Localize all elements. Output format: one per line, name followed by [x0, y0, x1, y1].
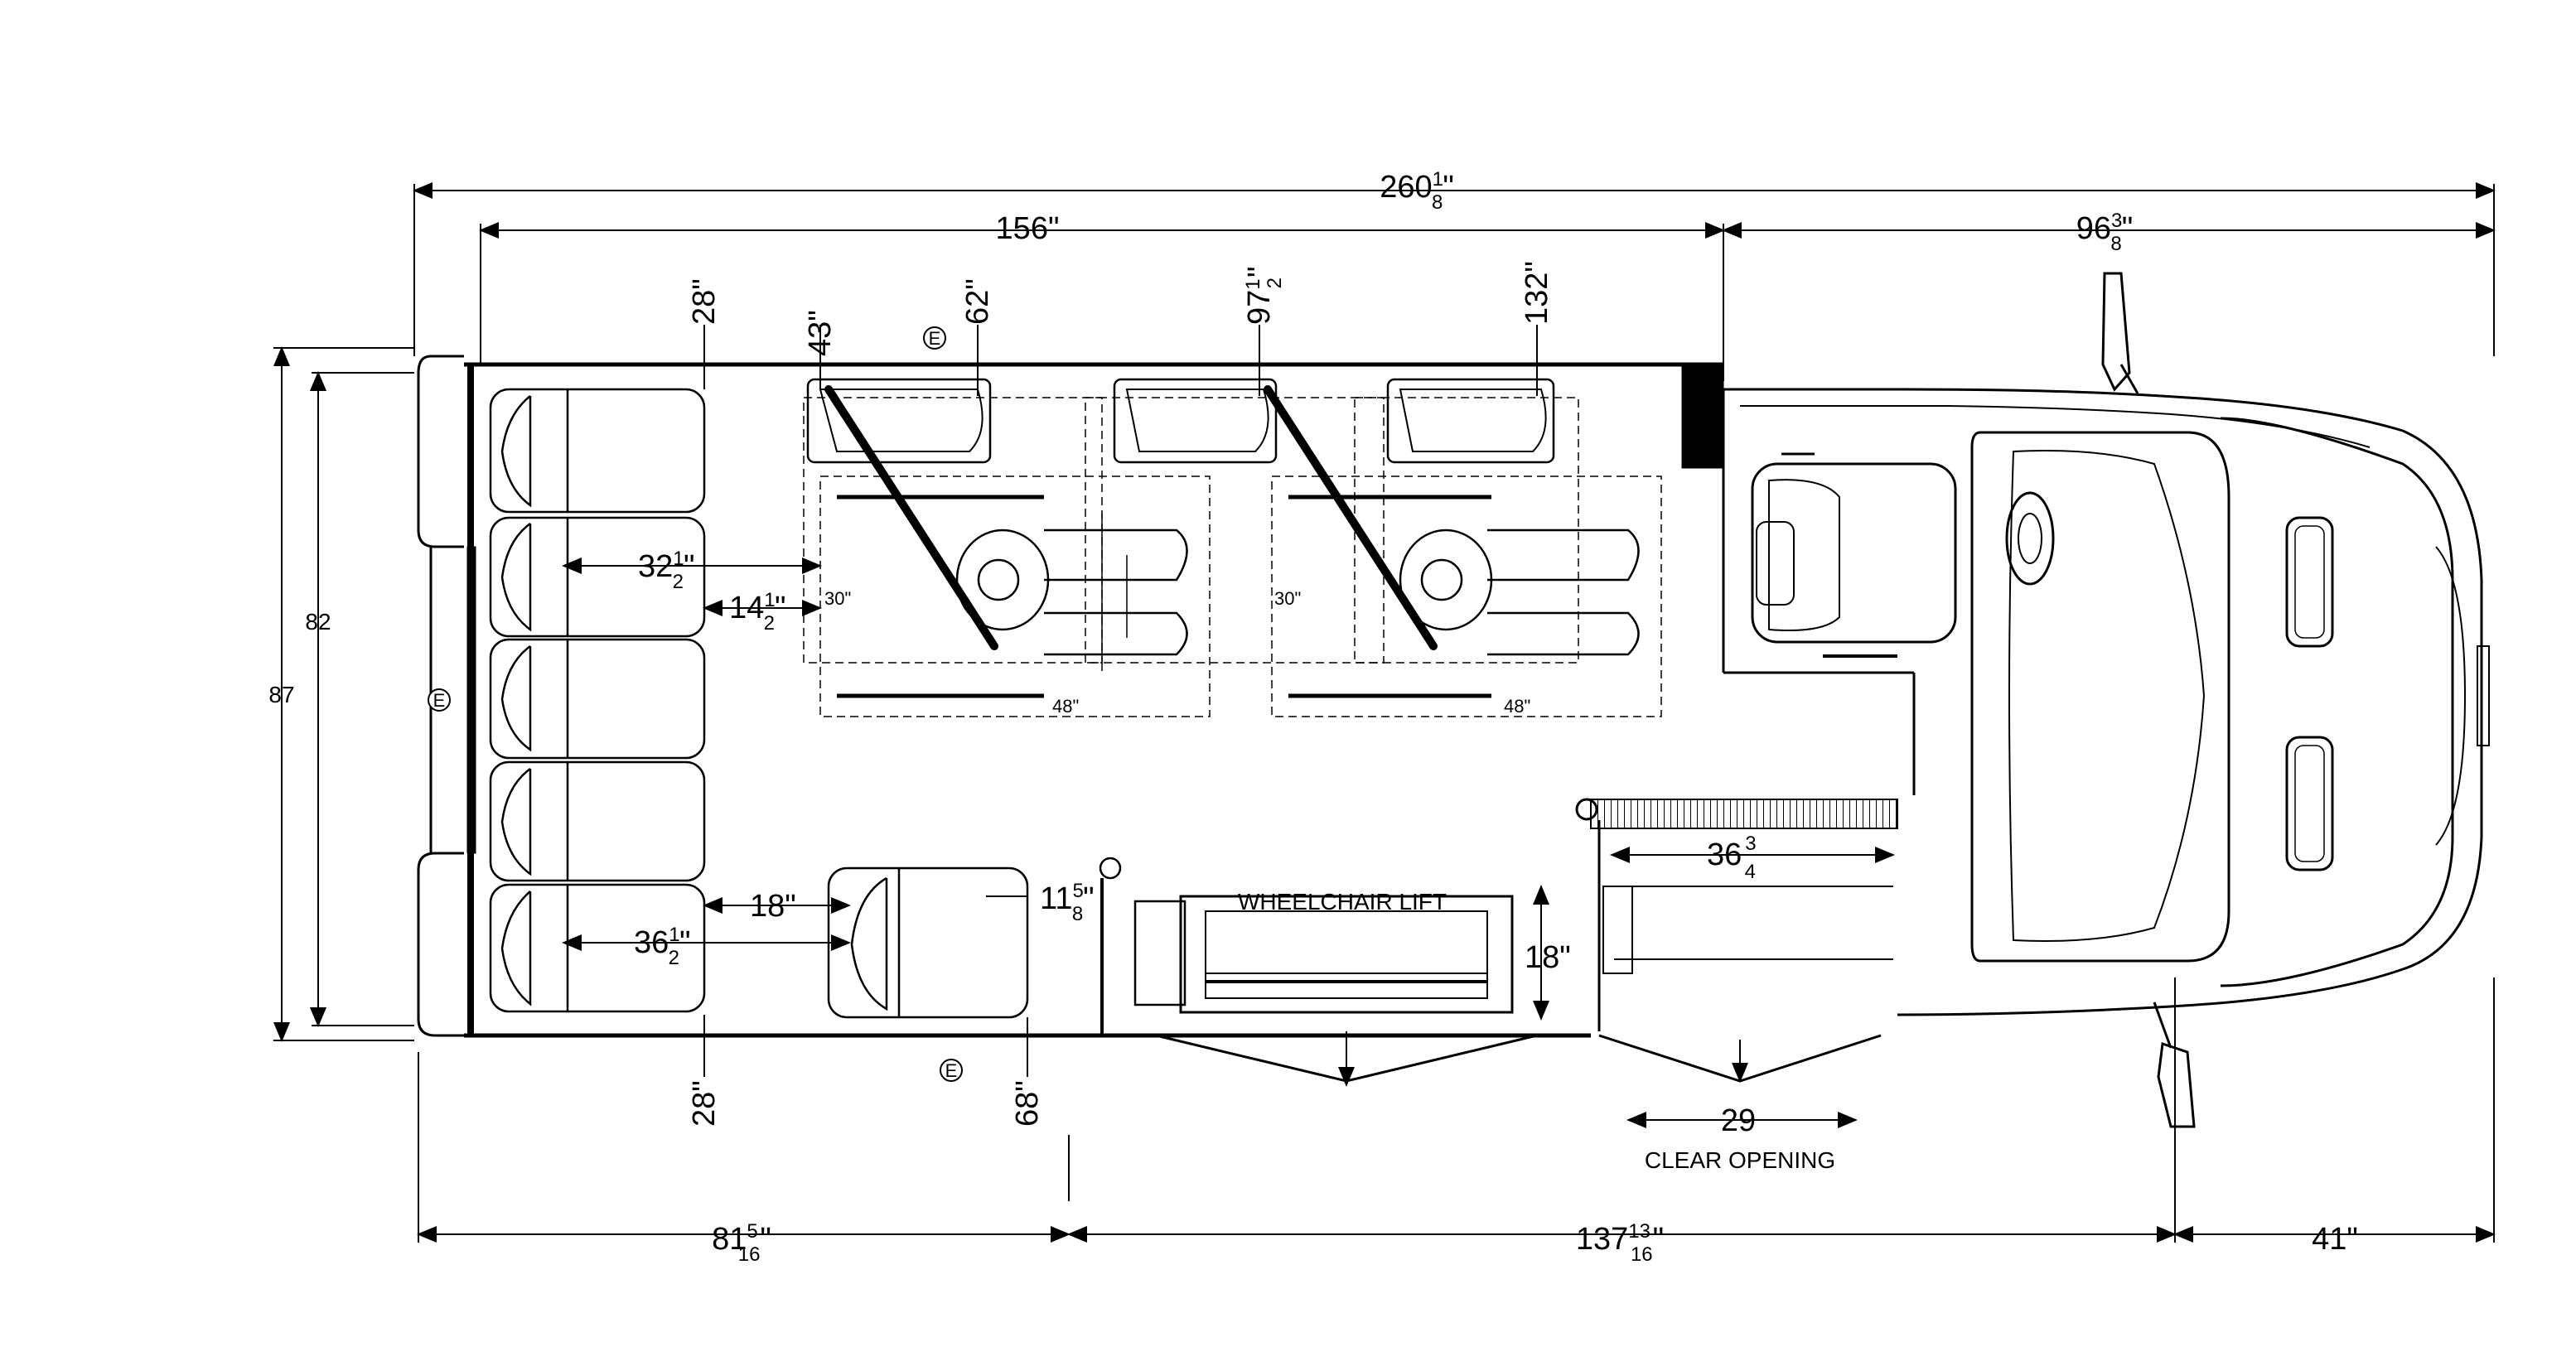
curbside-seat: [827, 866, 1029, 1019]
dim-seat-97: 9712": [1242, 267, 1286, 326]
rear-seat: [489, 516, 706, 638]
dim-front-41: 41": [2312, 1222, 2358, 1257]
dim-seat-132: 132": [1520, 261, 1554, 325]
wc-48-b: 48": [1504, 696, 1530, 717]
rear-bench-seats: [489, 388, 706, 1013]
wc-30-b: 30": [1274, 588, 1301, 609]
extinguisher-icon-bottom: E: [940, 1059, 963, 1082]
svg-text:E: E: [929, 328, 941, 349]
dim-seat-62: 62": [960, 278, 995, 325]
wheelchair-station-2: [1085, 378, 1662, 717]
rear-seat: [489, 760, 706, 882]
wheelchair-station: [803, 378, 1211, 717]
rear-seat: [489, 388, 706, 514]
dim-18-aisle: 18": [750, 889, 796, 924]
svg-text:E: E: [433, 690, 446, 711]
dim-seat-43: 43": [803, 310, 838, 356]
dim-width-inner: 82: [305, 609, 331, 635]
lift-label: WHEELCHAIR LIFT: [1238, 889, 1447, 915]
dim-interior-length: 156": [996, 211, 1060, 246]
svg-text:E: E: [945, 1060, 958, 1081]
top-dimensions: [413, 182, 2496, 381]
wc-30-a: 30": [824, 588, 851, 609]
dim-18-lift: 18": [1525, 940, 1571, 975]
dim-seat-28-bottom: 28": [687, 1080, 722, 1127]
rear-seat: [489, 638, 706, 760]
width-dimensions: [273, 346, 414, 1042]
wheelchair-lift: [1099, 857, 1549, 1087]
dim-seat-68: 68": [1010, 1080, 1045, 1127]
clear-opening-label: CLEAR OPENING: [1645, 1147, 1835, 1173]
extinguisher-icon: E: [428, 688, 451, 712]
dim-width-outer: 87: [268, 682, 294, 707]
dim-clear-opening: 29: [1721, 1103, 1756, 1138]
extinguisher-icon-top: E: [923, 326, 946, 350]
dim-seat-28-top: 28": [687, 278, 722, 325]
wc-48-a: 48": [1052, 696, 1079, 717]
entry-stairwell: [1575, 798, 1898, 1128]
